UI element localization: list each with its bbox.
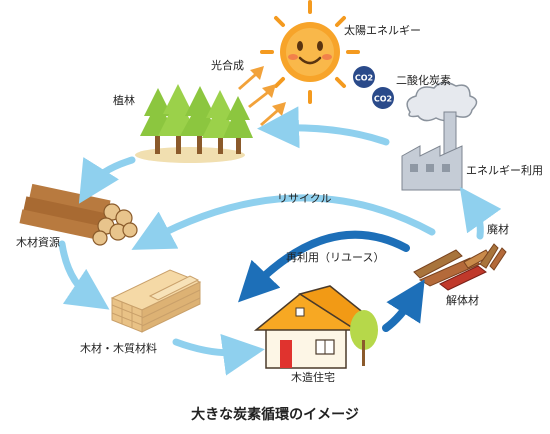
timber-resource-label: 木材資源 [16,236,60,249]
arrow-forest-to-logs [78,156,136,204]
cycle-arrows [58,106,502,376]
arrow-waste-to-factory [459,186,502,240]
arrow-recycle [131,194,436,250]
arrow-lumber-to-house [172,333,265,376]
reuse-arrows [238,230,425,332]
wood-materials-label: 木材・木質材料 [80,342,157,355]
forest-label: 植林 [113,94,135,107]
arrow-house-to-dismantled [382,279,425,332]
lumber-stack-icon [110,269,202,333]
waste-wood-icon [479,243,507,271]
recycle-label: リサイクル [277,192,332,205]
factory-icon [401,81,478,191]
energy-use-label: エネルギー利用 [466,164,543,177]
forest-icon [135,84,253,163]
reuse-label: 再利用（リユース） [286,251,385,264]
dismantled-wood-icon [413,249,491,291]
wooden-house-label: 木造住宅 [291,371,335,384]
waste-wood-label: 廃材 [487,223,509,236]
co2-molecule-label: CO2 [374,95,392,104]
photosynthesis-label: 光合成 [211,59,244,72]
sun-energy-label: 太陽エネルギー [344,24,421,37]
dismantled-wood-label: 解体材 [446,294,479,307]
arrow-reuse [238,230,410,303]
co2-molecule-label: CO2 [355,74,373,83]
co2-molecule-icon: CO2 CO2 [353,66,394,109]
arrow-logs-to-lumber [58,240,110,310]
house-icon [253,285,378,369]
sun-icon [260,0,360,104]
diagram-caption: 大きな炭素循環のイメージ [191,407,359,423]
co2-label: 二酸化炭素 [396,74,451,87]
arrow-factory-to-forest [257,106,390,149]
